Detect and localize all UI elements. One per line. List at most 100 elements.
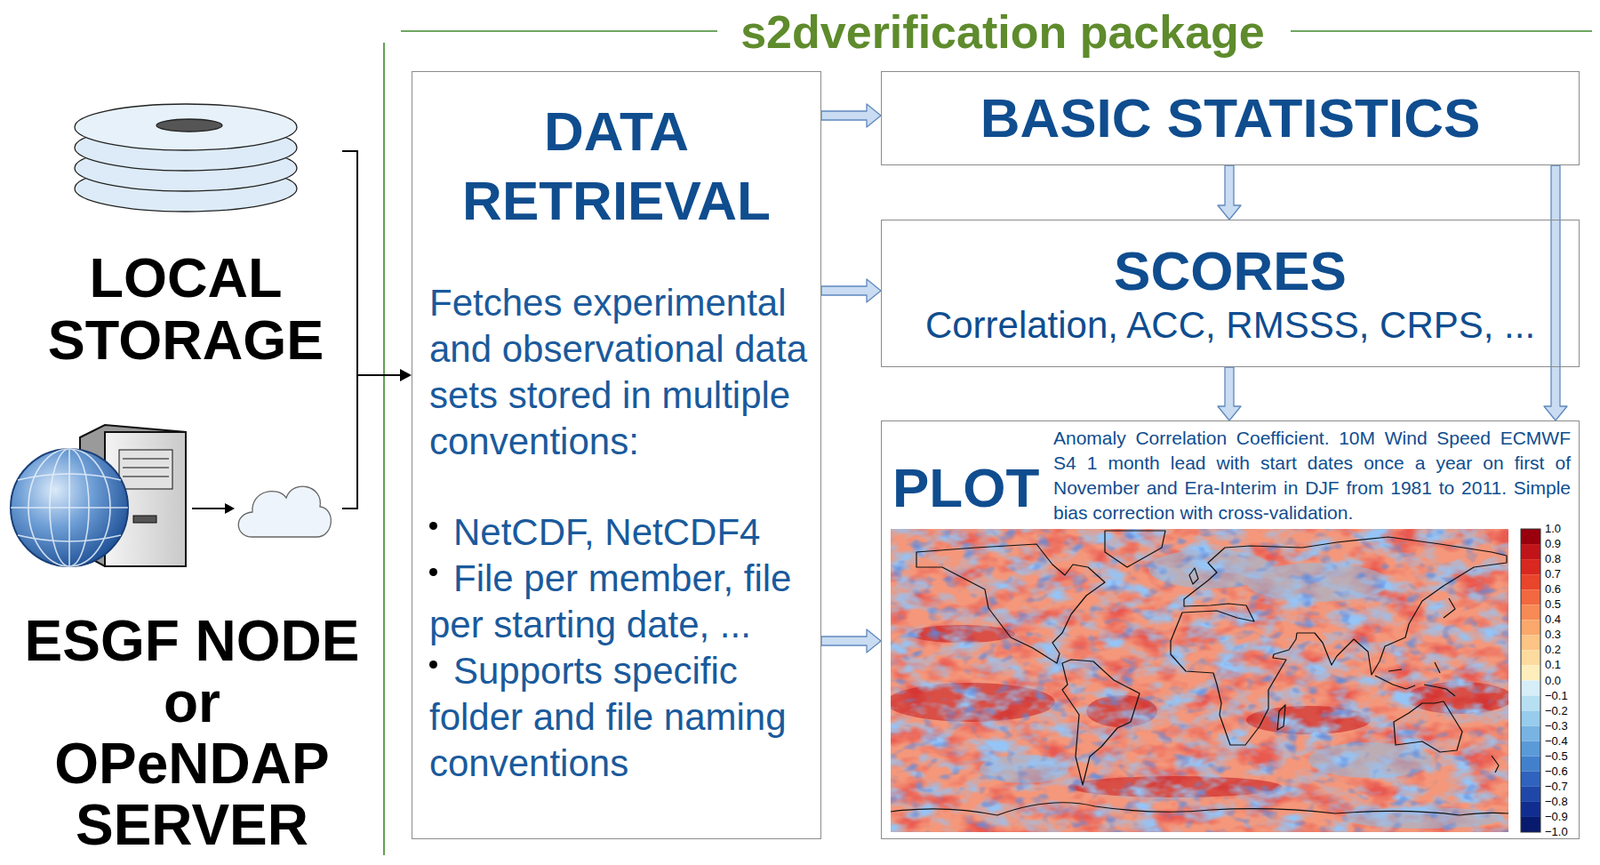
- frame-line: [400, 30, 718, 32]
- disk-stack-icon: [74, 104, 297, 212]
- box-heading: BASIC STATISTICS: [980, 86, 1481, 151]
- process-box: SCORESCorrelation, ACC, RMSSS, CRPS, ...: [880, 219, 1580, 368]
- bullet-item: File per member, file per starting date,…: [429, 555, 812, 648]
- color-step: [1520, 619, 1541, 635]
- color-step: [1520, 664, 1541, 680]
- block-arrow: [1544, 165, 1568, 421]
- block-arrow: [821, 629, 881, 653]
- network-arrow-part: [192, 507, 227, 510]
- color-step: [1520, 816, 1541, 832]
- disk-stack-icon-part: [156, 119, 223, 132]
- bullet-dot: [429, 521, 438, 530]
- colorbar-value: −1.0: [1544, 824, 1568, 840]
- color-step: [1520, 559, 1541, 575]
- color-step: [1520, 544, 1541, 560]
- colorbar-value: 0.5: [1544, 597, 1561, 612]
- colorbar-value: −0.7: [1544, 779, 1568, 794]
- colorbar-value: −0.5: [1544, 749, 1568, 764]
- coastlines-part: [1393, 701, 1463, 752]
- server-icon-part: [122, 458, 169, 460]
- bullet-text: NetCDF, NetCDF4: [453, 511, 760, 553]
- bullet-item: Supports specific folder and file naming…: [429, 648, 812, 787]
- server-icon-part: [122, 476, 169, 478]
- color-step: [1520, 649, 1541, 665]
- colorbar-value: −0.1: [1544, 688, 1568, 704]
- bullet-text: Supports specific folder and file naming…: [429, 649, 787, 784]
- server-icon-part: [133, 515, 157, 523]
- box-heading: PLOT: [892, 456, 1040, 520]
- color-step: [1520, 589, 1541, 605]
- coastlines-part: [1189, 568, 1199, 584]
- coastlines-part: [1277, 704, 1286, 730]
- color-step: [1520, 786, 1541, 802]
- coastlines-part: [890, 802, 1509, 816]
- map-texture: [890, 528, 1509, 832]
- package-title: s2dverification package: [735, 5, 1271, 59]
- color-bar-frame: [1520, 528, 1541, 832]
- server-label: ESGF NODE or OPeNDAP SERVER: [20, 610, 364, 856]
- network-arrow: [192, 503, 235, 514]
- process-box: BASIC STATISTICS: [880, 71, 1580, 166]
- frame-line: [1290, 30, 1592, 32]
- colorbar-value: 0.1: [1544, 657, 1561, 672]
- colorbar-value: 0.2: [1544, 642, 1561, 657]
- bullet-dot: [429, 568, 438, 576]
- coastlines-part: [1375, 662, 1456, 696]
- disk-stack-icon-part: [74, 104, 297, 151]
- bullet-item: NetCDF, NetCDF4: [429, 509, 812, 556]
- color-step: [1520, 634, 1541, 650]
- globe-icon-part-part: [17, 535, 121, 542]
- map-texture: [890, 528, 1509, 832]
- colorbar-value: 0.9: [1544, 536, 1561, 552]
- color-step: [1520, 604, 1541, 620]
- color-bar: [1520, 528, 1542, 833]
- storage-label: LOCAL STORAGE: [39, 246, 333, 371]
- colorbar-value: −0.4: [1544, 734, 1568, 749]
- color-step: [1520, 528, 1541, 544]
- coastlines-part: [1443, 598, 1456, 618]
- block-arrow: [1217, 367, 1241, 421]
- map-texture: [890, 528, 1509, 832]
- globe-icon-part-part: [17, 473, 121, 480]
- colorbar-value: −0.6: [1544, 764, 1568, 779]
- process-box: PLOTAnomaly Correlation Coefficient. 10M…: [880, 420, 1580, 840]
- colorbar-value: 0.7: [1544, 567, 1561, 582]
- color-step: [1520, 726, 1541, 742]
- globe-icon: [10, 448, 128, 567]
- map-ground: [890, 528, 1509, 832]
- coastlines: [890, 530, 1509, 816]
- source-bracket: [342, 151, 402, 509]
- block-arrow: [821, 104, 881, 128]
- box-heading: DATA RETRIEVAL: [412, 96, 821, 236]
- color-step: [1520, 771, 1541, 787]
- bullet-dot: [429, 660, 438, 669]
- color-step: [1520, 801, 1541, 817]
- box-heading: SCORES: [1113, 239, 1347, 304]
- colorbar-value: −0.3: [1544, 719, 1568, 734]
- color-step: [1520, 574, 1541, 590]
- frame-line: [383, 42, 385, 856]
- colorbar-value: −0.8: [1544, 794, 1568, 809]
- colorbar-value: 0.0: [1544, 673, 1561, 688]
- color-step: [1520, 741, 1541, 757]
- cloud-icon: [238, 486, 331, 537]
- block-arrow: [1217, 165, 1241, 220]
- globe-icon-part-part: [10, 506, 128, 509]
- color-bar-part: [1520, 528, 1541, 832]
- colorbar-value: 1.0: [1544, 521, 1561, 536]
- colorbar-value: 0.6: [1544, 582, 1561, 597]
- server-icon-part: [122, 467, 169, 469]
- color-step: [1520, 680, 1541, 696]
- coastlines-part: [1491, 755, 1499, 773]
- color-step: [1520, 696, 1541, 712]
- color-step: [1520, 756, 1541, 772]
- colorbar-value: −0.9: [1544, 809, 1568, 824]
- bullet-text: File per member, file per starting date,…: [429, 557, 792, 646]
- network-arrow-part: [224, 503, 235, 514]
- colorbar-value: 0.4: [1544, 612, 1561, 627]
- plot-caption: Anomaly Correlation Coefficient. 10M Win…: [1053, 425, 1571, 526]
- color-step: [1520, 711, 1541, 727]
- box-subtitle: Correlation, ACC, RMSSS, CRPS, ...: [921, 303, 1539, 348]
- colorbar-value: −0.2: [1544, 704, 1568, 719]
